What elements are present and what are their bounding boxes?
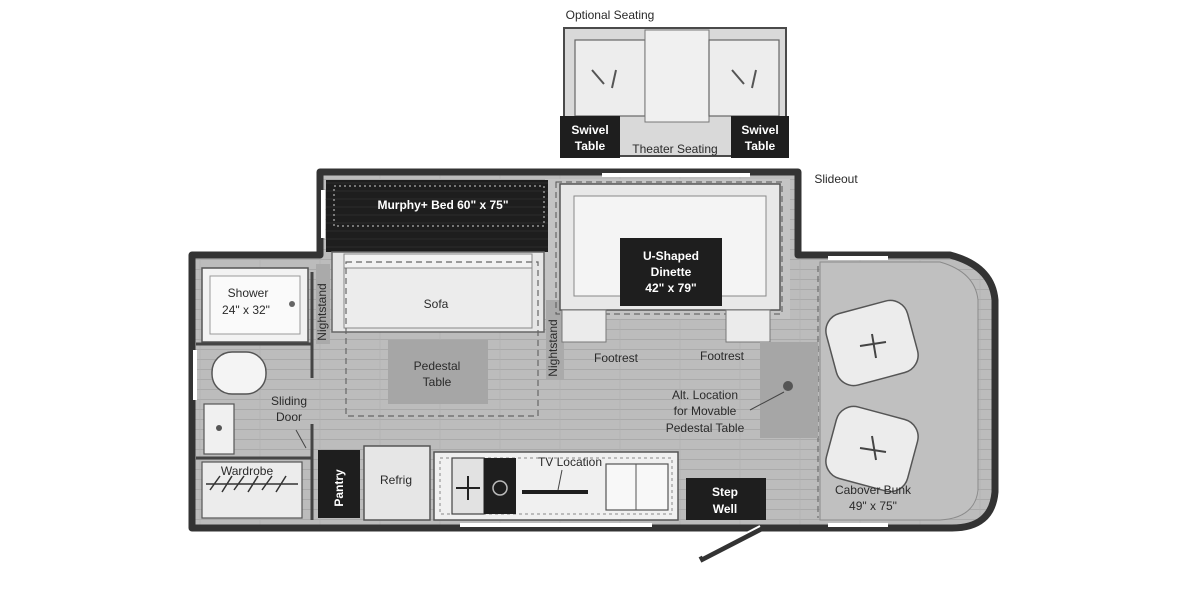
callout-line (749, 391, 785, 411)
murphy-bed-label: Murphy+ Bed 60" x 75" (377, 198, 508, 212)
theater-seating-label: Theater Seating (632, 142, 717, 156)
alt-location-label: Alt. Location (672, 388, 738, 402)
seat-belt-icon (859, 435, 887, 461)
pantry-label: Pantry (332, 469, 346, 507)
swivel-table-label: Swivel (571, 123, 608, 137)
dinette-label: Dinette (651, 265, 692, 279)
sofa-bed-extended-outline (345, 261, 539, 417)
swivel-table-label: Swivel (741, 123, 778, 137)
pedestal-base-icon (783, 381, 793, 391)
wardrobe (201, 461, 303, 519)
passenger-seat (825, 299, 919, 387)
alt-location-label: for Movable (674, 404, 737, 418)
murphy-bed (326, 180, 548, 252)
cabover-bunk-label: Cabover Bunk (835, 483, 912, 497)
swivel-table-label: Table (745, 139, 776, 153)
tv-location-label: TV Location (538, 455, 602, 469)
nightstand-label: Nightstand (315, 283, 329, 340)
optional-seating-group (560, 27, 789, 158)
sofa-back (343, 253, 533, 269)
sofa-label: Sofa (424, 297, 449, 311)
pedestal-table-label: Pedestal (414, 359, 461, 373)
pedestal-table (388, 340, 488, 404)
nightstand-label: Nightstand (546, 319, 560, 376)
murphy-bed-outline (333, 185, 545, 227)
cabover-bunk-size-label: 49" x 75" (849, 499, 897, 513)
cab-seats (825, 299, 919, 493)
swivel-table-label: Table (575, 139, 606, 153)
shower-inner (209, 275, 301, 335)
swivel-table-right (731, 116, 789, 158)
dinette-table (620, 238, 722, 306)
theater-seat-center (644, 29, 710, 123)
burner-icon (456, 476, 480, 500)
footrest-right (725, 309, 771, 343)
dinette-size-label: 42" x 79" (645, 281, 696, 295)
refrigerator (363, 445, 431, 521)
wardrobe-label: Wardrobe (221, 464, 274, 478)
theater-seat-right (708, 39, 780, 117)
footrest-left (561, 309, 607, 343)
pantry (318, 450, 360, 518)
microwave (484, 458, 516, 514)
sliding-door-label: Sliding (271, 394, 307, 408)
sliding-door-label: Door (276, 410, 302, 424)
refrig-label: Refrig (380, 473, 412, 487)
nightstand-right (546, 300, 564, 380)
slideout-label: Slideout (814, 172, 858, 186)
shower-drain-icon (289, 301, 295, 307)
callout-line (295, 429, 307, 449)
footrest-label: Footrest (700, 349, 745, 363)
dinette-outline (555, 181, 783, 315)
entry-door (698, 525, 764, 563)
bathroom (196, 267, 314, 520)
recliner-icon (731, 69, 757, 89)
sink-drain-icon (216, 425, 222, 431)
toilet (211, 351, 267, 395)
shower-size-label: 24" x 32" (222, 303, 270, 317)
recliner-icon (591, 69, 617, 89)
galley-counter-outline (439, 457, 673, 515)
dinette-group (555, 181, 783, 343)
galley-sink (605, 463, 669, 511)
footrest-label: Footrest (594, 351, 639, 365)
optional-seating-label: Optional Seating (566, 8, 655, 22)
microwave-dial-icon (492, 480, 508, 496)
step-well-label: Well (713, 502, 737, 516)
shower-label: Shower (228, 286, 269, 300)
dinette-label: U-Shaped (643, 249, 699, 263)
step-well-label: Step (712, 485, 738, 499)
swivel-table-left (560, 116, 620, 158)
callout-line (557, 469, 563, 491)
entry-door-swing (701, 525, 761, 557)
theater-seat-left (574, 39, 646, 117)
pedestal-table-label: Table (423, 375, 452, 389)
alt-location-label: Pedestal Table (666, 421, 745, 435)
sofa-seat (343, 267, 533, 329)
seat-belt-icon (859, 333, 887, 359)
step-well (686, 478, 766, 520)
nightstand-left (316, 264, 330, 344)
